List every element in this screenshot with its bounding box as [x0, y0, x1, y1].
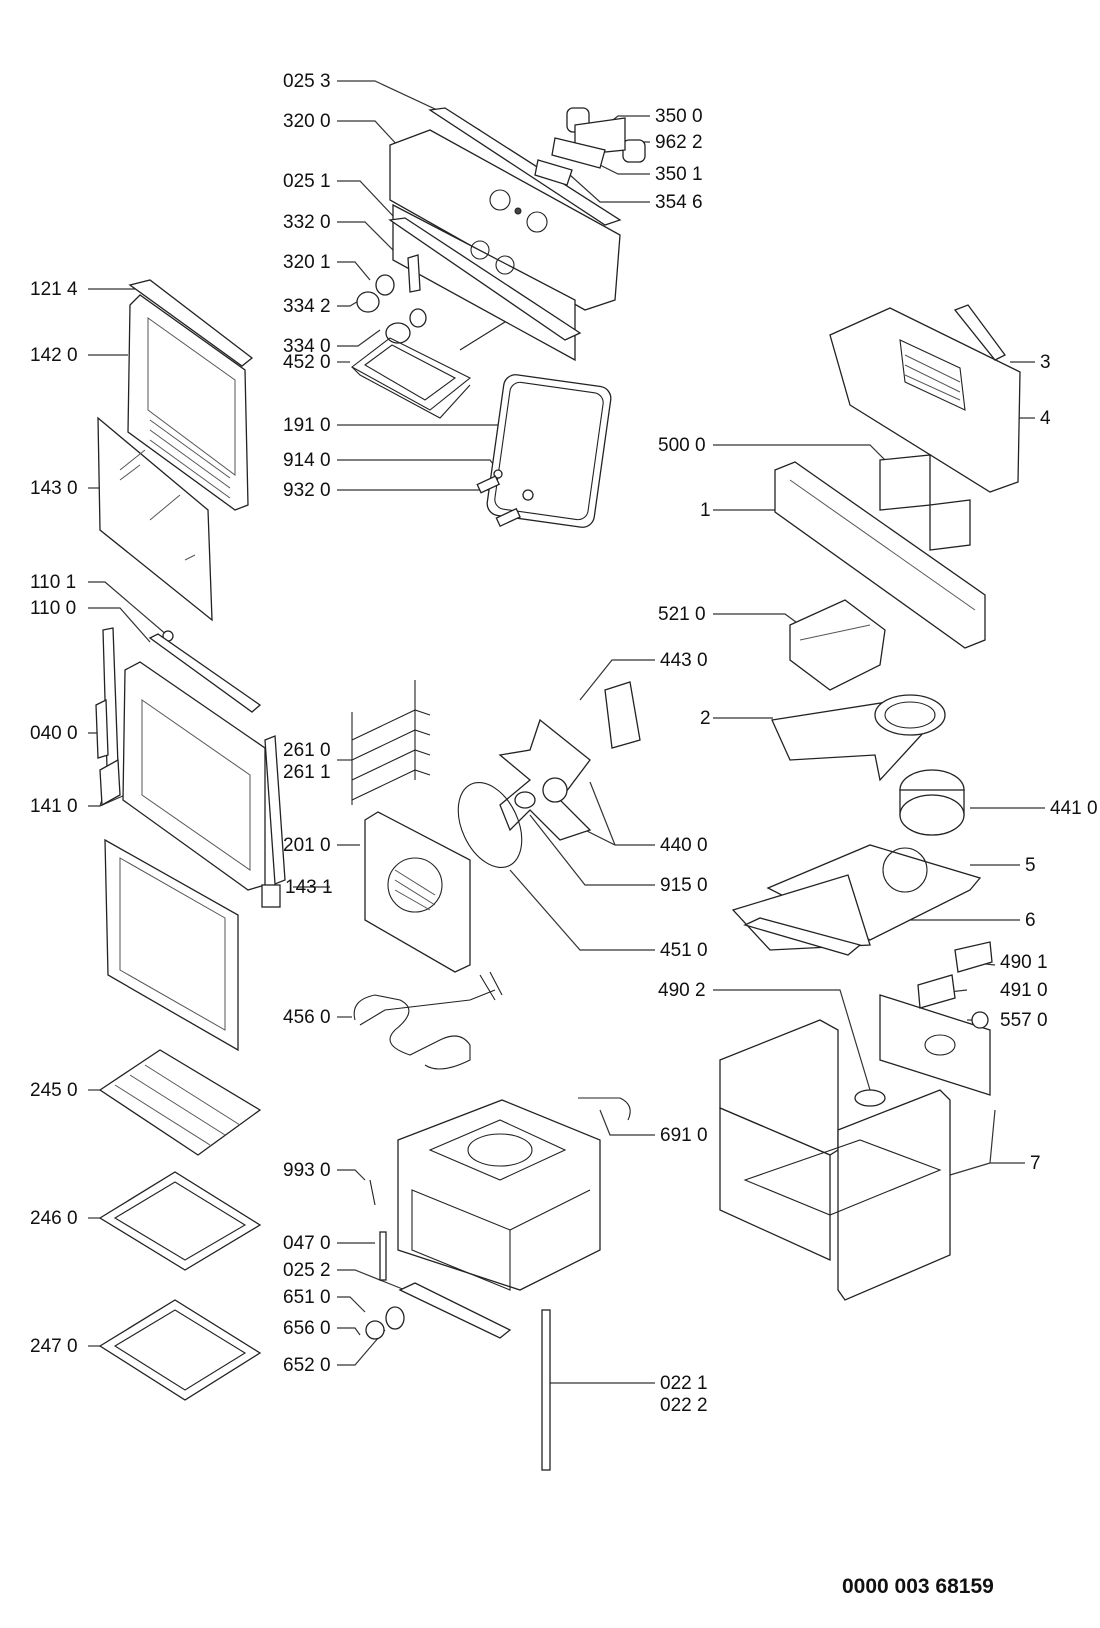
label-022-2: 022 2: [660, 1395, 708, 1416]
label-350-1: 350 1: [655, 164, 703, 185]
label-354-6: 354 6: [655, 192, 703, 213]
label-334-0: 334 0: [283, 336, 331, 357]
label-191-0: 191 0: [283, 415, 331, 436]
label-932-0: 932 0: [283, 480, 331, 501]
door-vent-slots: [149, 419, 231, 499]
label-025-2: 025 2: [283, 1260, 331, 1281]
label-490-2: 490 2: [658, 980, 706, 1001]
label-261-0: 261 0: [283, 740, 331, 761]
label-022-1: 022 1: [660, 1373, 708, 1394]
label-143-1: 143 1: [285, 877, 333, 898]
accessories: [98, 1049, 262, 1401]
label-651-0: 651 0: [283, 1287, 331, 1308]
label-142-0: 142 0: [30, 345, 78, 366]
label-521-0: 521 0: [658, 604, 706, 625]
outer-casing: [719, 941, 993, 1301]
label-201-0: 201 0: [283, 835, 331, 856]
label-652-0: 652 0: [283, 1355, 331, 1376]
label-141-0: 141 0: [30, 796, 78, 817]
label-261-1: 261 1: [283, 762, 331, 783]
label-451-0: 451 0: [660, 940, 708, 961]
document-number: 0000 003 68159: [842, 1575, 994, 1598]
label-443-0: 443 0: [660, 650, 708, 671]
oven-cavity: [365, 1097, 631, 1471]
label-334-2: 334 2: [283, 296, 331, 317]
label-245-0: 245 0: [30, 1080, 78, 1101]
label-4: 4: [1040, 408, 1051, 429]
label-320-0: 320 0: [283, 111, 331, 132]
label-047-0: 047 0: [283, 1233, 331, 1254]
label-914-0: 914 0: [283, 450, 331, 471]
label-440-0: 440 0: [660, 835, 708, 856]
label-691-0: 691 0: [660, 1125, 708, 1146]
baffle-plates: [731, 844, 982, 956]
back-plate: [364, 811, 471, 973]
fan-motor-group: [457, 681, 965, 869]
label-5: 5: [1025, 855, 1036, 876]
label-332-0: 332 0: [283, 212, 331, 233]
label-452-0: 452 0: [283, 352, 331, 373]
label-490-1: 490 1: [1000, 952, 1048, 973]
label-247-0: 247 0: [30, 1336, 78, 1357]
label-2: 2: [700, 708, 711, 729]
label-350-0: 350 0: [655, 106, 703, 127]
label-7: 7: [1030, 1153, 1041, 1174]
control-panel-group: [356, 107, 646, 362]
label-6: 6: [1025, 910, 1036, 931]
label-962-2: 962 2: [655, 132, 703, 153]
label-3: 3: [1040, 352, 1051, 373]
label-557-0: 557 0: [1000, 1010, 1048, 1031]
label-915-0: 915 0: [660, 875, 708, 896]
label-246-0: 246 0: [30, 1208, 78, 1229]
label-1: 1: [700, 500, 711, 521]
label-500-0: 500 0: [658, 435, 706, 456]
label-320-1: 320 1: [283, 252, 331, 273]
part-labels: 025 3 320 0 025 1 332 0 320 1 334 2 334 …: [30, 71, 1098, 1598]
label-456-0: 456 0: [283, 1007, 331, 1028]
side-racks: [351, 680, 431, 805]
label-121-4: 121 4: [30, 279, 78, 300]
top-cover-group: [774, 304, 1021, 691]
bottom-element: [353, 971, 503, 1070]
label-491-0: 491 0: [1000, 980, 1048, 1001]
label-025-1: 025 1: [283, 171, 331, 192]
label-025-3: 025 3: [283, 71, 331, 92]
label-110-1: 110 1: [30, 572, 76, 593]
door-group: [95, 279, 286, 1052]
label-143-0: 143 0: [30, 478, 78, 499]
label-656-0: 656 0: [283, 1318, 331, 1339]
gasket-and-grill: [350, 321, 612, 528]
label-110-0: 110 0: [30, 598, 76, 619]
label-993-0: 993 0: [283, 1160, 331, 1181]
label-441-0: 441 0: [1050, 798, 1098, 819]
label-040-0: 040 0: [30, 723, 78, 744]
